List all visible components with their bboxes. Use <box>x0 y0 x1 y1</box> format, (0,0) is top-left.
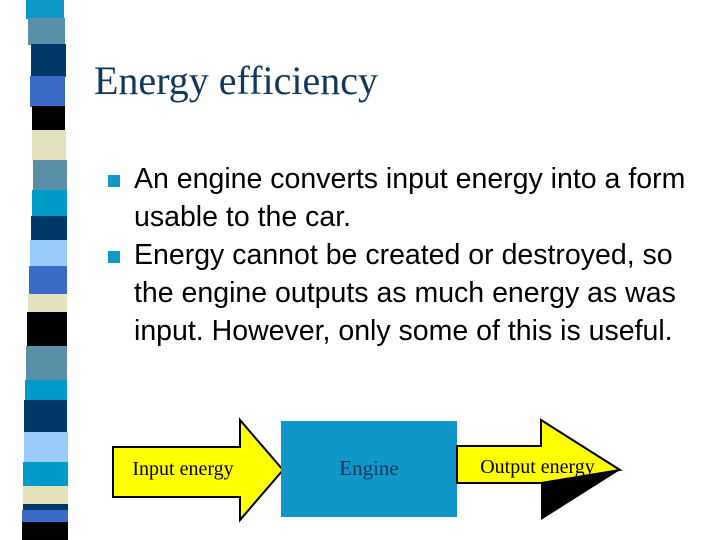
bullet-square-icon <box>108 251 120 263</box>
ribbon-band <box>23 486 68 505</box>
ribbon-band <box>32 190 67 217</box>
bullet-square-icon <box>108 175 120 187</box>
page-title: Energy efficiency <box>94 58 378 103</box>
list-item: An engine converts input energy into a f… <box>104 160 704 236</box>
input-energy-label: Input energy <box>132 458 234 480</box>
ribbon-band <box>24 432 68 463</box>
ribbon-band <box>28 294 67 313</box>
engine-label: Engine <box>339 456 399 480</box>
ribbon-band <box>32 106 65 131</box>
ribbon-band <box>33 160 67 191</box>
ribbon-band <box>25 380 67 401</box>
ribbon-band <box>30 76 65 107</box>
ribbon-band <box>22 522 68 540</box>
ribbon-band <box>32 130 66 161</box>
ribbon-band <box>31 216 67 241</box>
ribbon-band <box>30 240 67 267</box>
decorative-ribbon <box>0 0 80 540</box>
ribbon-bands <box>22 0 68 540</box>
ribbon-band <box>27 312 67 347</box>
ribbon-band <box>24 400 67 433</box>
ribbon-band <box>26 346 67 381</box>
ribbon-band <box>28 18 65 45</box>
output-energy-label: Output energy <box>480 456 595 478</box>
ribbon-band <box>23 462 68 487</box>
ribbon-band <box>31 44 66 77</box>
list-item-text: An engine converts input energy into a f… <box>134 163 686 233</box>
bullet-list: An engine converts input energy into a f… <box>104 160 704 350</box>
list-item-text: Energy cannot be created or destroyed, s… <box>134 239 676 347</box>
list-item: Energy cannot be created or destroyed, s… <box>104 236 704 350</box>
ribbon-band <box>29 266 67 295</box>
ribbon-band <box>26 0 64 19</box>
